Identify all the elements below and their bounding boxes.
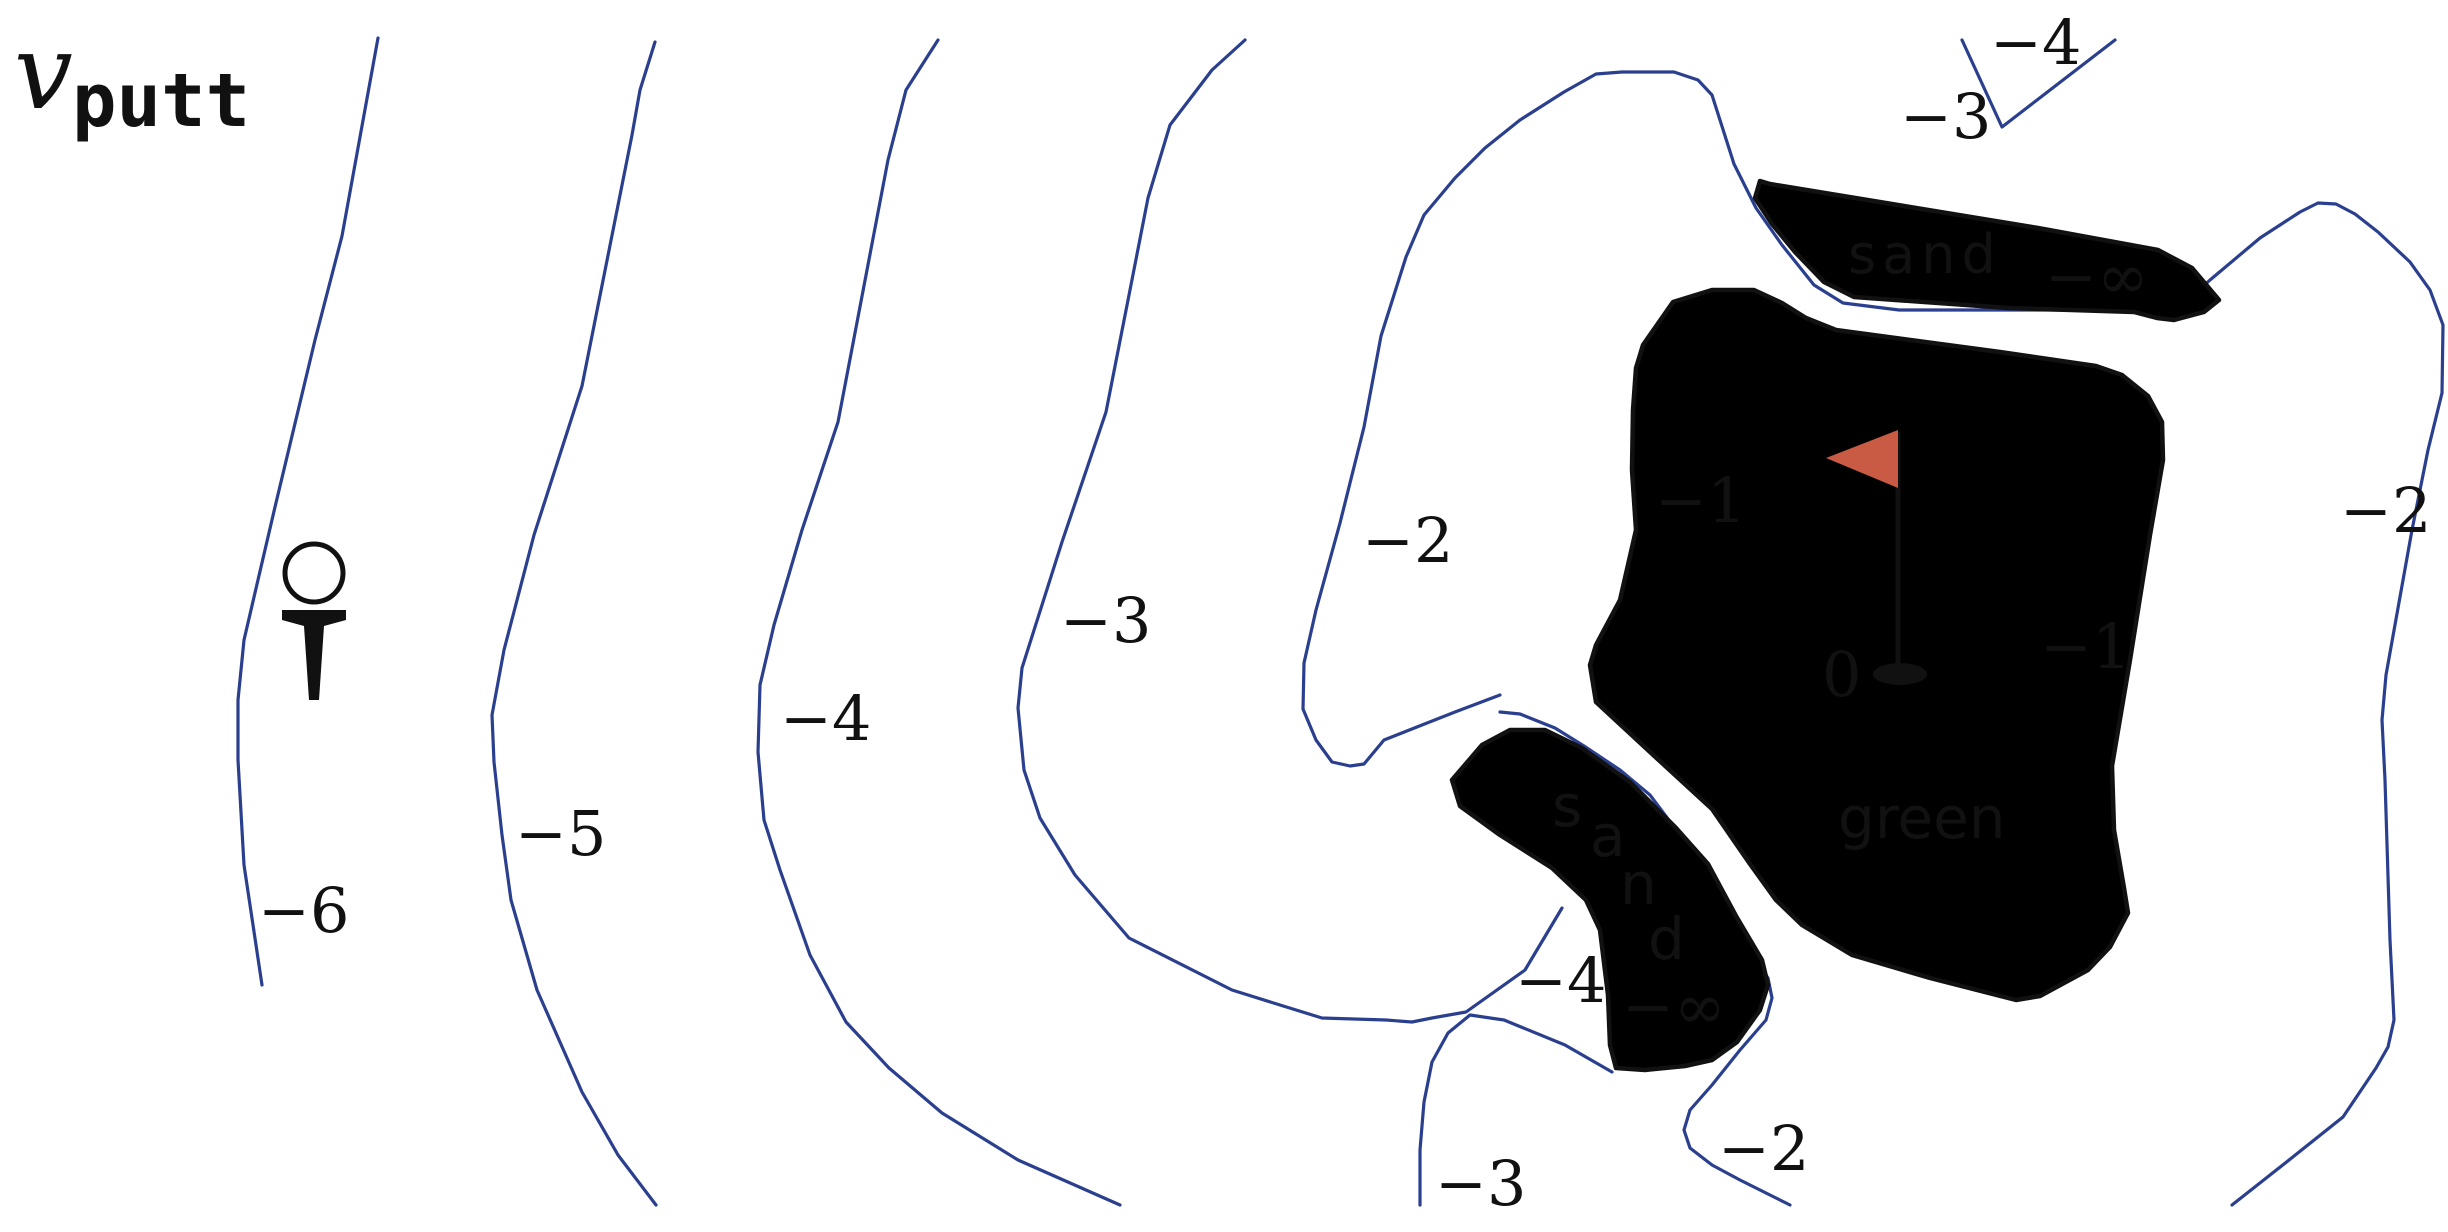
hole-value: 0 <box>1822 638 1861 711</box>
contour-label-minus-4-top: −4 <box>1990 6 2081 79</box>
flag-icon <box>1826 430 1898 488</box>
title: v putt <box>14 11 250 144</box>
contour-lines <box>236 36 2445 1207</box>
putting-green-shape <box>1587 287 2166 1003</box>
contour-label-minus-4: −4 <box>780 682 871 755</box>
sand-trap-bottom-value: −∞ <box>1622 970 1726 1043</box>
putting-green: green <box>1587 287 2166 1003</box>
contour-label-minus-5: −5 <box>515 797 606 870</box>
contour-label-minus-3-top: −3 <box>1900 80 1991 153</box>
contour-label-minus-4-bottom: −4 <box>1515 944 1606 1017</box>
contour-line-minus-3-outer <box>1016 38 1564 1024</box>
contour-line-minus-6 <box>236 36 380 987</box>
title-subscript: putt <box>72 58 250 144</box>
sand-trap-top-value: −∞ <box>2045 240 2149 313</box>
contour-label-minus-1-right: −1 <box>2040 610 2131 683</box>
golf-ball <box>282 541 346 605</box>
sand-trap-bottom-letter-n: n <box>1620 850 1657 918</box>
golf-tee <box>282 610 346 700</box>
title-symbol: v <box>14 11 73 133</box>
sand-trap-top-shape <box>1752 178 2222 323</box>
contour-line-minus-3-lower <box>1418 1013 1614 1207</box>
contour-labels: −6 −5 −4 −3 −2 −1 −1 −2 −4 −3 −4 −3 −2 <box>258 6 2431 1220</box>
contour-label-minus-3-bottom: −3 <box>1435 1147 1526 1220</box>
contour-label-minus-1-left: −1 <box>1655 464 1746 537</box>
sand-trap-bottom-letter-d: d <box>1648 905 1685 973</box>
contour-label-minus-2-bottom: −2 <box>1718 1112 1809 1185</box>
contour-label-minus-2-left: −2 <box>1362 504 1453 577</box>
sand-trap-bottom: s a n d −∞ <box>1449 727 1771 1073</box>
contour-line-minus-5 <box>490 40 658 1207</box>
flag-and-hole: 0 <box>1822 430 1927 711</box>
sand-trap-bottom-letter-s: s <box>1552 772 1582 840</box>
sand-trap-bottom-shape <box>1449 727 1771 1073</box>
contour-label-minus-6: −6 <box>258 874 349 947</box>
sand-trap-top: sand −∞ <box>1752 178 2222 323</box>
sand-trap-top-label: sand <box>1848 223 2002 286</box>
contour-label-minus-3: −3 <box>1060 584 1151 657</box>
contour-label-minus-2-right: −2 <box>2340 474 2431 547</box>
hole-icon <box>1873 663 1927 685</box>
contour-line-minus-4 <box>756 38 1122 1207</box>
golf-ball-on-tee-icon <box>282 541 346 700</box>
putting-green-label: green <box>1838 784 2006 852</box>
sand-trap-bottom-letter-a: a <box>1590 802 1626 870</box>
contour-line-minus-3-top <box>1960 38 2117 129</box>
contour-line-minus-2 <box>1301 70 2445 1207</box>
